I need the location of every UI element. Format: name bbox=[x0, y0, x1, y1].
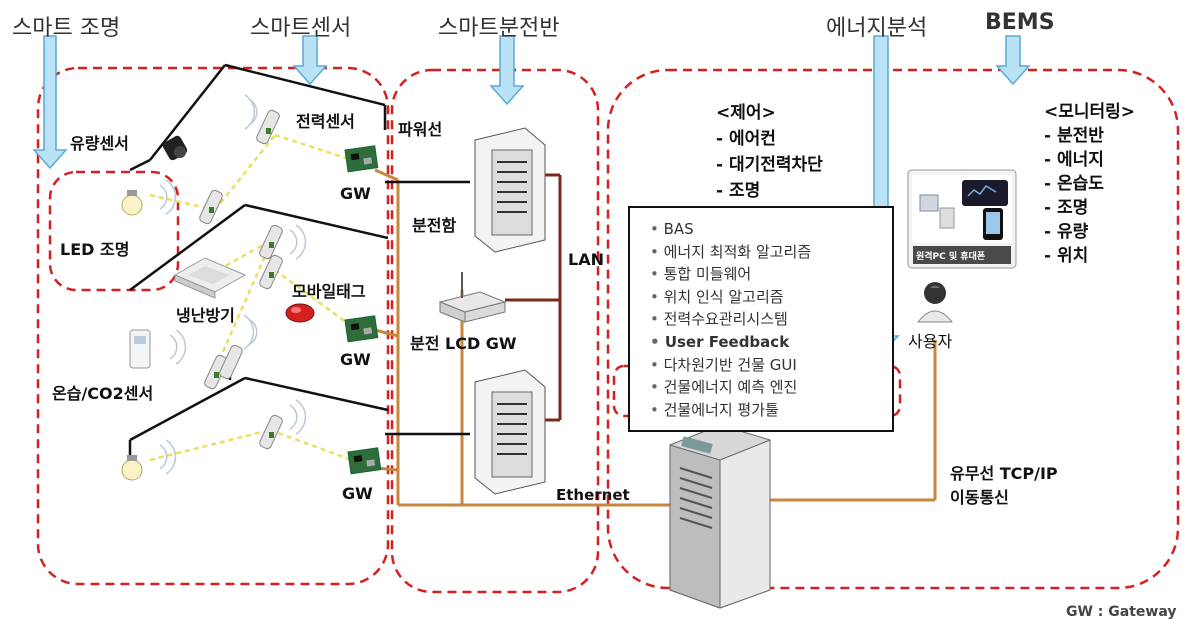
control-list: <제어> - 에어컨 - 대기전력차단 - 조명 bbox=[716, 100, 823, 204]
software-item: 위치 인식 알고리즘 bbox=[650, 286, 811, 309]
software-item: BAS bbox=[650, 218, 811, 241]
smart-sensor-label: 스마트센서 bbox=[250, 16, 352, 41]
software-stack-box: BAS 에너지 최적화 알고리즘 통합 미들웨어 위치 인식 알고리즘 전력수요… bbox=[628, 206, 894, 432]
tcpip-label: 유무선 TCP/IP bbox=[950, 464, 1058, 483]
gateway-label: GW bbox=[340, 350, 371, 369]
user-device bbox=[916, 282, 954, 323]
monitoring-item: - 위치 bbox=[1044, 246, 1089, 266]
bems-region bbox=[606, 68, 1180, 590]
remote-devices-caption: 원격PC 및 휴대폰 bbox=[916, 252, 986, 262]
software-item: 에너지 최적화 알고리즘 bbox=[650, 241, 812, 264]
smart-lighting-label: 스마트 조명 bbox=[12, 16, 121, 41]
mobile-tag-label: 모바일태그 bbox=[292, 282, 366, 301]
monitoring-item: - 에너지 bbox=[1044, 150, 1104, 170]
software-item: 통합 미들웨어 bbox=[650, 263, 811, 286]
lcd-gateway-device bbox=[438, 272, 507, 323]
flow-sensor-device bbox=[162, 135, 188, 161]
gateway-legend: GW : Gateway bbox=[1066, 604, 1177, 620]
smart-panel-region bbox=[390, 68, 600, 594]
smart-panel-arrow bbox=[489, 35, 525, 106]
monitoring-item: - 유량 bbox=[1044, 222, 1089, 242]
monitoring-item: - 분전반 bbox=[1044, 126, 1104, 146]
monitoring-item: - 온습도 bbox=[1044, 174, 1104, 194]
control-item: - 대기전력차단 bbox=[716, 155, 823, 175]
co2-sensor-label: 온습/CO2센서 bbox=[52, 384, 154, 403]
bems-label: BEMS bbox=[985, 10, 1055, 35]
panel-lcd-gw-label: 분전 LCD GW bbox=[410, 334, 517, 353]
flow-sensor-label: 유량센서 bbox=[70, 134, 129, 153]
prediction-highlight bbox=[612, 364, 902, 418]
energy-analysis-label: 에너지분석 bbox=[826, 16, 928, 41]
power-line-label: 파워선 bbox=[398, 120, 443, 139]
lan-label: LAN bbox=[568, 250, 604, 269]
smart-lighting-arrow bbox=[32, 35, 68, 170]
control-title: <제어> bbox=[716, 103, 776, 123]
air-conditioner-label: 냉난방기 bbox=[176, 306, 235, 325]
mobile-comm-label: 이동통신 bbox=[950, 488, 1009, 507]
smart-sensor-arrow bbox=[292, 35, 328, 86]
monitoring-list: <모니터링> - 분전반 - 에너지 - 온습도 - 조명 - 유량 - 위치 bbox=[1044, 100, 1135, 268]
software-item: 다차원기반 건물 GUI bbox=[650, 354, 811, 377]
distribution-box-label: 분전함 bbox=[412, 216, 457, 235]
software-item: 전력수요관리시스템 bbox=[650, 308, 811, 331]
gateway-boards bbox=[344, 145, 382, 475]
distribution-box-upper bbox=[474, 127, 546, 253]
ethernet-label: Ethernet bbox=[556, 486, 630, 504]
gateway-label: GW bbox=[340, 184, 371, 203]
gateway-label: GW bbox=[342, 484, 373, 503]
air-conditioner-device bbox=[173, 257, 247, 299]
power-sensor-label: 전력센서 bbox=[296, 112, 355, 131]
software-list: BAS 에너지 최적화 알고리즘 통합 미들웨어 위치 인식 알고리즘 전력수요… bbox=[650, 218, 812, 422]
led-light-label: LED 조명 bbox=[60, 240, 130, 259]
server-device bbox=[669, 424, 771, 609]
lighting-sensor-region bbox=[36, 66, 390, 586]
software-item: User Feedback bbox=[650, 331, 811, 354]
led-group-region bbox=[48, 170, 180, 292]
distribution-box-lower bbox=[474, 369, 546, 495]
control-item: - 에어컨 bbox=[716, 129, 776, 149]
software-item: 건물에너지 평가툴 bbox=[650, 399, 811, 422]
control-item: - 조명 bbox=[716, 181, 761, 201]
monitoring-title: <모니터링> bbox=[1044, 102, 1136, 122]
remote-devices-panel bbox=[907, 169, 1017, 269]
smart-panel-label: 스마트분전반 bbox=[438, 16, 560, 41]
co2-sensor-device bbox=[129, 329, 151, 369]
bems-arrow bbox=[995, 35, 1031, 86]
user-label: 사용자 bbox=[908, 332, 953, 351]
monitoring-item: - 조명 bbox=[1044, 198, 1089, 218]
software-item: 건물에너지 예측 엔진 bbox=[650, 376, 811, 399]
bulb-icons bbox=[121, 190, 143, 481]
mobile-tag-device bbox=[285, 303, 315, 323]
